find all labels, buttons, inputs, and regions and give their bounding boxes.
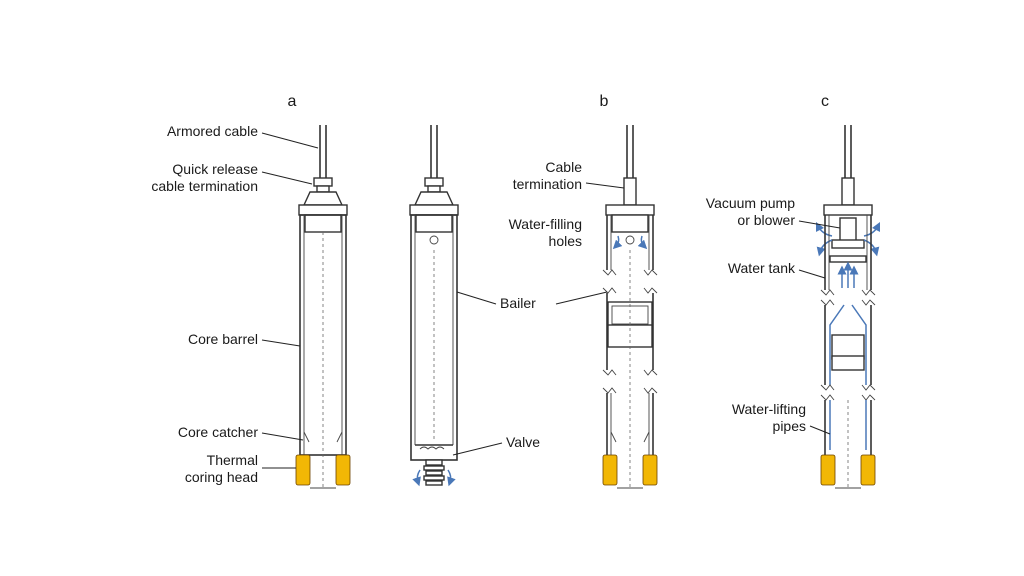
label-vacuum-pump-2: or blower: [737, 212, 795, 228]
label-cable-termination-1: Cable: [545, 159, 582, 175]
label-vacuum-pump-1: Vacuum pump: [706, 195, 795, 211]
panel-label-c: c: [821, 93, 829, 110]
label-bailer: Bailer: [500, 295, 536, 311]
label-water-tank: Water tank: [728, 260, 796, 276]
drill-c: [815, 125, 881, 490]
label-thermal-2: coring head: [185, 469, 258, 485]
label-core-catcher: Core catcher: [178, 424, 258, 440]
panel-label-a: a: [288, 93, 297, 110]
label-quick-release-2: cable termination: [151, 178, 258, 194]
label-thermal-1: Thermal: [207, 452, 258, 468]
label-core-barrel: Core barrel: [188, 331, 258, 347]
drill-b: [602, 125, 658, 490]
label-water-filling-1: Water-filling: [509, 216, 582, 232]
label-water-lifting-1: Water-lifting: [732, 401, 806, 417]
label-valve: Valve: [506, 434, 540, 450]
label-cable-termination-2: termination: [513, 176, 582, 192]
label-armored-cable: Armored cable: [167, 123, 258, 139]
drill-a-core-barrel: [295, 125, 351, 490]
label-quick-release-1: Quick release: [172, 161, 258, 177]
drill-a-bailer: [409, 125, 459, 487]
label-water-lifting-2: pipes: [773, 418, 806, 434]
label-water-filling-2: holes: [549, 233, 582, 249]
panel-label-b: b: [600, 93, 609, 110]
